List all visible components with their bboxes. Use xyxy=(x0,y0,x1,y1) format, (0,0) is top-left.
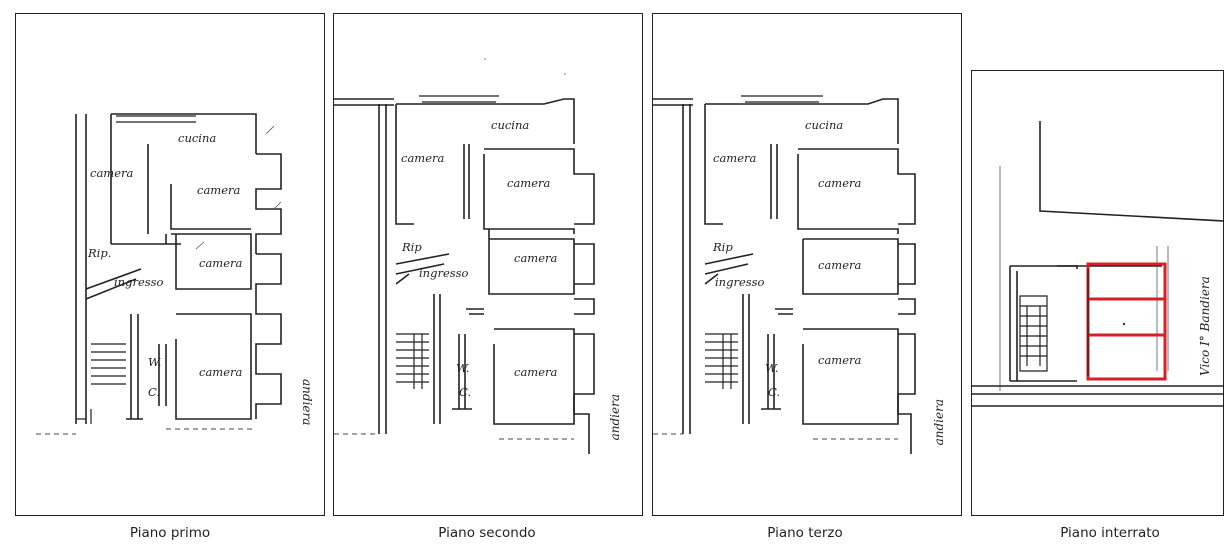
room-label-wc-c: C. xyxy=(768,385,780,399)
floor-plan-panel-interrato: Vico I° Bandiera xyxy=(971,70,1224,516)
room-label-wc-w: W. xyxy=(148,355,161,369)
highlighted-cellar-2 xyxy=(1086,297,1167,337)
floor-plan-drawing: cucina camera camera camera camera Rip. … xyxy=(36,113,314,435)
room-label-rip: Rip xyxy=(401,240,422,254)
highlighted-cellar-1 xyxy=(1086,262,1167,301)
room-label-wc-w: W. xyxy=(765,361,778,375)
floor-plan-panel-terzo: cucina camera camera camera camera Rip i… xyxy=(652,13,962,516)
room-label-camera-1: camera xyxy=(197,183,241,197)
floor-plan-drawing: cucina camera camera camera camera Rip i… xyxy=(334,58,622,454)
highlighted-cellar-3 xyxy=(1086,333,1167,381)
caption-piano-interrato: Piano interrato xyxy=(1060,525,1160,541)
caption-piano-primo: Piano primo xyxy=(129,525,211,541)
floor-plan-panel-secondo: cucina camera camera camera camera Rip i… xyxy=(333,13,643,516)
street-label: andiera xyxy=(608,394,622,440)
room-label-ingresso: ingresso xyxy=(419,266,469,280)
room-label-wc-c: C. xyxy=(459,385,471,399)
room-label-cucina: cucina xyxy=(178,131,216,145)
room-label-rip: Rip. xyxy=(87,246,111,260)
room-label-camera-2: camera xyxy=(818,258,862,272)
room-label-cucina: cucina xyxy=(805,118,843,132)
room-label-wc-c: C. xyxy=(148,385,160,399)
street-label: andiera xyxy=(932,399,946,445)
floor-plan-drawing: cucina camera camera camera camera Rip i… xyxy=(653,95,946,454)
room-label-camera-3: camera xyxy=(514,365,558,379)
room-label-camera-2: camera xyxy=(199,256,243,270)
room-label-cucina: cucina xyxy=(491,118,529,132)
room-label-camera-2: camera xyxy=(514,251,558,265)
caption-piano-terzo: Piano terzo xyxy=(767,525,843,541)
room-label-ingresso: ingresso xyxy=(114,275,164,289)
room-label-camera-3: camera xyxy=(818,353,862,367)
room-label-camera-3: camera xyxy=(199,365,243,379)
room-label-camera-left: camera xyxy=(401,151,445,165)
room-label-camera-1: camera xyxy=(507,176,551,190)
room-label-camera-left: camera xyxy=(90,166,134,180)
floor-plan-panel-primo: cucina camera camera camera camera Rip. … xyxy=(15,13,325,516)
street-label: Vico I° Bandiera xyxy=(1198,276,1212,376)
room-label-camera-1: camera xyxy=(818,176,862,190)
room-label-wc-w: W. xyxy=(456,361,469,375)
room-label-ingresso: ingresso xyxy=(715,275,765,289)
street-label: andiera xyxy=(300,379,314,425)
room-label-camera-left: camera xyxy=(713,151,757,165)
room-label-rip: Rip xyxy=(712,240,733,254)
floor-plan-drawing: Vico I° Bandiera xyxy=(972,121,1223,407)
caption-piano-secondo: Piano secondo xyxy=(438,525,536,541)
